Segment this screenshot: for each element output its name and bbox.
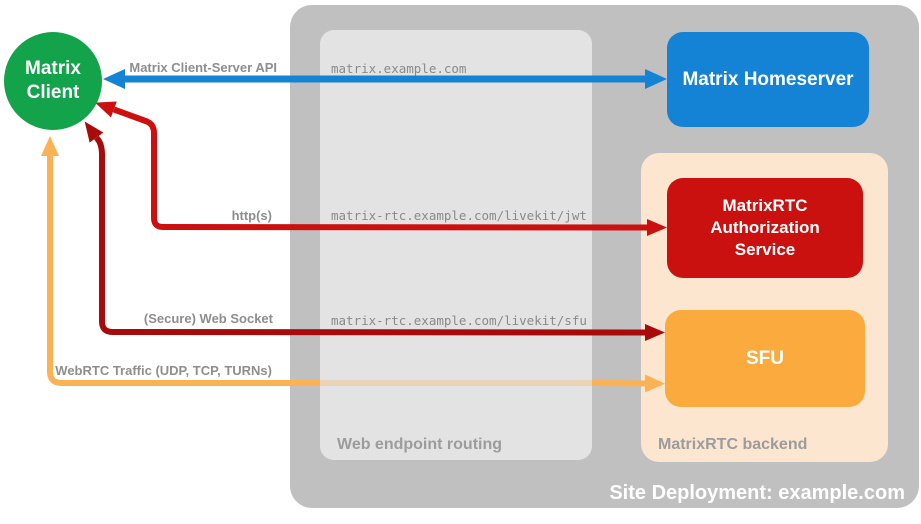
matrix-homeserver-label: Matrix Homeserver <box>682 68 854 90</box>
webrtc-traffic-edge-label: WebRTC Traffic (UDP, TCP, TURNs) <box>55 363 272 378</box>
authorization-service-label: MatrixRTC Authorization Service <box>710 196 820 259</box>
matrix-homeserver-node: Matrix Homeserver <box>667 32 869 127</box>
endpoint-homeserver: matrix.example.com <box>331 61 467 76</box>
matrixrtc-authorization-service-node: MatrixRTC Authorization Service <box>667 178 863 278</box>
sfu-node: SFU <box>665 310 865 407</box>
site-deployment-label: Site Deployment: example.com <box>609 482 905 504</box>
endpoint-livekit-sfu: matrix-rtc.example.com/livekit/sfu <box>331 313 587 328</box>
client-server-api-edge-label: Matrix Client-Server API <box>129 60 277 75</box>
web-endpoint-routing-container <box>320 30 592 460</box>
websocket-edge-label: (Secure) Web Socket <box>143 311 273 326</box>
edge-webrtc-traffic <box>41 136 320 386</box>
matrix-client-node: Matrix Client <box>4 32 102 130</box>
web-endpoint-routing-label: Web endpoint routing <box>337 436 503 453</box>
matrix-client-label: Matrix Client <box>25 58 81 103</box>
sfu-label: SFU <box>746 347 784 369</box>
matrixrtc-backend-label: MatrixRTC backend <box>658 436 808 453</box>
https-edge-label: http(s) <box>231 208 272 223</box>
endpoint-livekit-jwt: matrix-rtc.example.com/livekit/jwt <box>331 208 587 223</box>
